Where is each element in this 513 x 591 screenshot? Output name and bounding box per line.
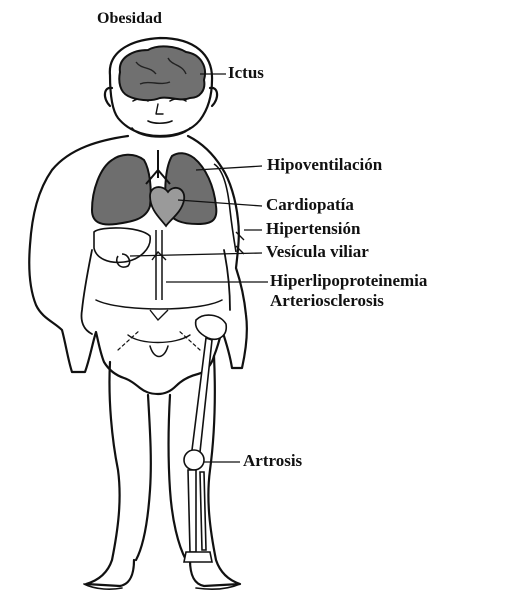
- vesicula-leader: [130, 253, 262, 256]
- label-arteriosclerosis: Arteriosclerosis: [270, 292, 384, 310]
- tibia: [188, 470, 196, 552]
- pelvis-bone: [196, 315, 227, 339]
- gallbladder: [117, 254, 130, 267]
- label-ictus: Ictus: [228, 64, 264, 82]
- hipoventilacion-leader: [196, 166, 262, 170]
- right-leg-inner: [169, 395, 187, 560]
- hip-vessels: [118, 330, 200, 350]
- knee-cap: [184, 450, 204, 470]
- diagram-title: Obesidad: [97, 10, 162, 28]
- liver-outline: [94, 228, 150, 262]
- fibula: [200, 472, 206, 550]
- label-hiperlipoproteinemia: Hiperlipoproteinemia: [270, 272, 427, 290]
- genital-line: [150, 346, 168, 357]
- femur: [192, 338, 212, 452]
- label-vesicula: Vesícula viliar: [266, 243, 369, 261]
- belly-fold: [128, 335, 190, 343]
- brain: [119, 46, 205, 100]
- left-leg-outer: [86, 362, 134, 586]
- aorta: [156, 230, 162, 300]
- left-leg-inner: [136, 395, 151, 560]
- label-cardiopatia: Cardiopatía: [266, 196, 354, 214]
- label-hipertension: Hipertensión: [266, 220, 360, 238]
- arm-vessel: [214, 164, 236, 252]
- mouth: [148, 121, 172, 123]
- left-lung: [92, 155, 151, 225]
- label-hipoventilacion: Hipoventilación: [267, 156, 382, 174]
- label-artrosis: Artrosis: [243, 452, 302, 470]
- nose: [156, 104, 163, 114]
- torso-fold: [96, 300, 222, 309]
- ankle-bones: [184, 552, 212, 562]
- left-arm-inner: [81, 250, 92, 334]
- right-arm-inner: [224, 250, 230, 310]
